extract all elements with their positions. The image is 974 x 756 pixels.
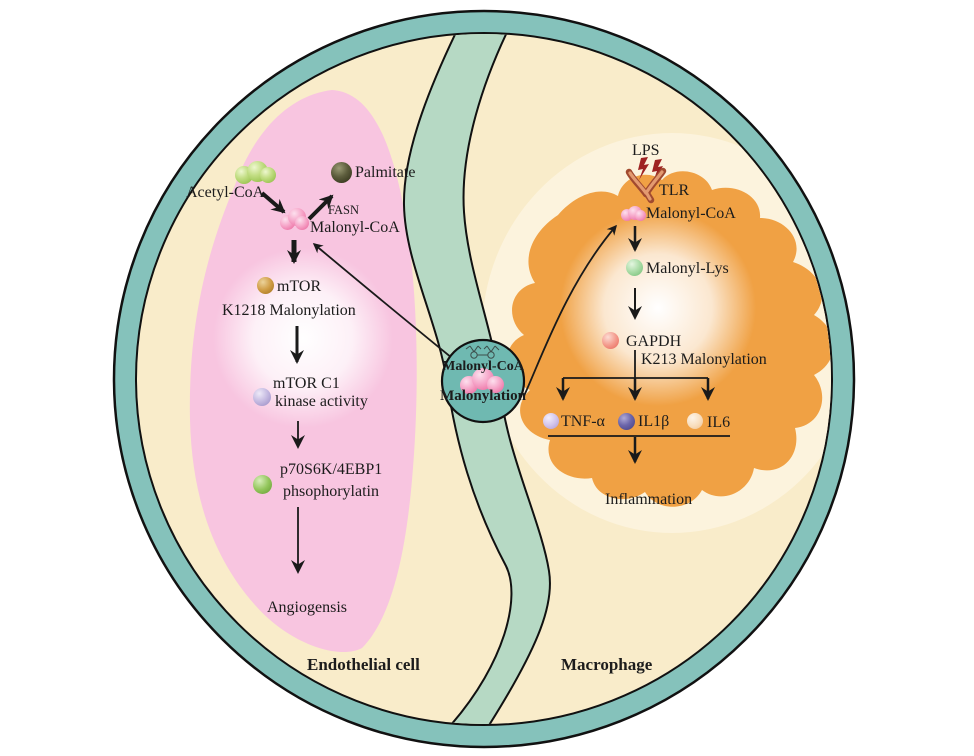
lps-bolt-icon xyxy=(638,157,663,182)
endothelial-malonyl-coa-label: Malonyl-CoA xyxy=(310,219,400,236)
gapdh-label: GAPDH xyxy=(626,333,682,350)
palmitate-label: Palmitate xyxy=(355,164,416,181)
tnf-alpha-label: TNF-α xyxy=(561,413,605,430)
il6-icon xyxy=(687,413,703,429)
arrow-acetylcoa-to-malonylcoa xyxy=(260,191,286,214)
gapdh-icon xyxy=(602,332,619,349)
il1-beta-icon xyxy=(618,413,635,430)
macrophage-malonyl-coa-icon xyxy=(621,206,647,224)
macrophage-malonyl-coa-label: Malonyl-CoA xyxy=(646,205,736,222)
kinase-activity-label: kinase activity xyxy=(275,393,368,410)
malonyl-structure-icon xyxy=(465,345,500,359)
vessel-malonylation-label: Malonylation xyxy=(440,388,526,404)
acetyl-coa-icon xyxy=(235,161,277,188)
endothelial-cell-label: Endothelial cell xyxy=(307,655,420,674)
k1218-malonylation-label: K1218 Malonylation xyxy=(222,302,356,319)
palmitate-icon xyxy=(331,162,352,183)
lps-label: LPS xyxy=(632,142,660,159)
malonyl-lys-label: Malonyl-Lys xyxy=(646,260,729,277)
macrophage-glow xyxy=(560,210,756,406)
vessel-malonyl-coa-label: Malonyl-CoA xyxy=(442,359,524,374)
arrow-vessel-to-endothelial-malonylcoa xyxy=(312,243,453,359)
inflammation-label: Inflammation xyxy=(605,491,693,508)
angiogenesis-label: Angiogensis xyxy=(267,599,347,616)
malonyl-lys-icon xyxy=(626,259,643,276)
arrow-vessel-to-macrophage-malonylcoa xyxy=(523,224,617,397)
tlr-label: TLR xyxy=(659,182,690,199)
il6-label: IL6 xyxy=(707,414,731,431)
acetyl-coa-label: Acetyl-CoA xyxy=(186,184,265,201)
tnf-alpha-icon xyxy=(543,413,559,429)
mtor-c1-label: mTOR C1 xyxy=(273,375,340,392)
endothelial-malonyl-coa-icon xyxy=(280,208,310,233)
arrow-malonylcoa-to-palmitate xyxy=(307,194,334,221)
macrophage-label: Macrophage xyxy=(561,655,653,674)
fasn-label: FASN xyxy=(328,203,360,217)
p70s6k-label: p70S6K/4EBP1 xyxy=(280,461,383,478)
vessel-malonyl-coa-icon xyxy=(460,368,506,396)
k213-malonylation-label: K213 Malonylation xyxy=(641,351,767,368)
phosphorylation-label: phsophorylatin xyxy=(283,483,379,500)
endothelial-glow xyxy=(213,248,393,428)
mtor-label: mTOR xyxy=(277,278,322,295)
mtor-c1-icon xyxy=(253,388,271,406)
tlr-receptor-icon xyxy=(625,167,667,204)
p70s6k-icon xyxy=(253,475,272,494)
mtor-icon xyxy=(257,277,274,294)
il1-beta-label: IL1β xyxy=(638,413,670,430)
